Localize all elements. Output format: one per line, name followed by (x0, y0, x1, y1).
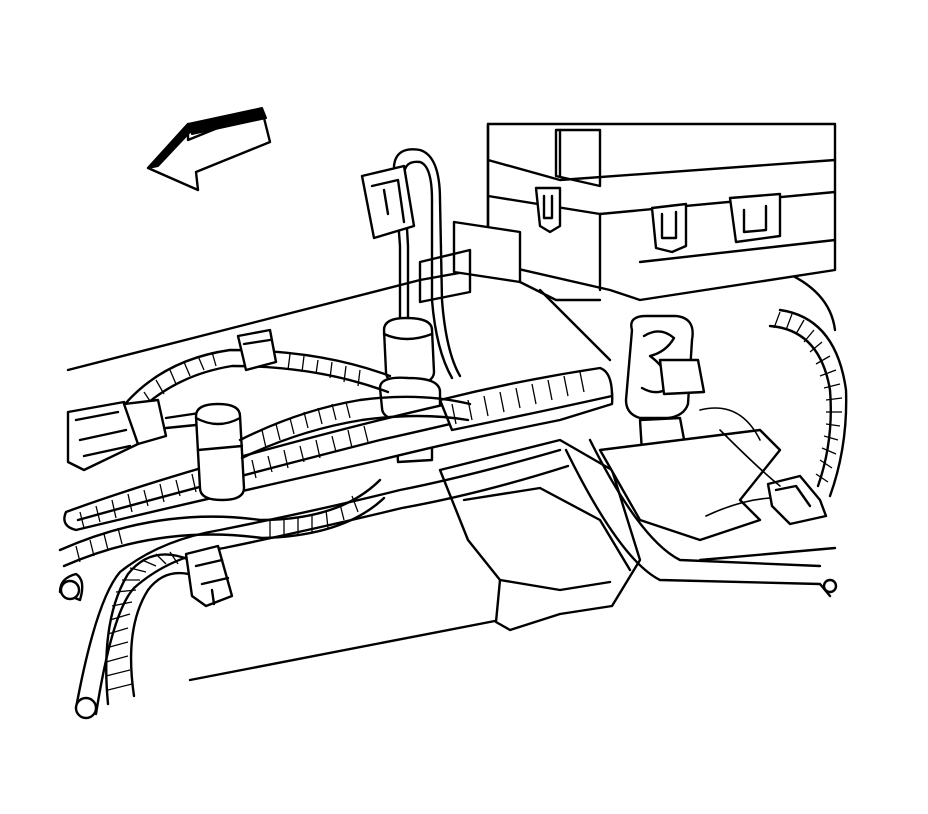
mid-wire-bundle (238, 395, 472, 460)
right-harness-branch (564, 308, 848, 598)
loom-rings-loop (105, 551, 179, 691)
harness-clamp (624, 314, 706, 454)
upper-wire-bundle (118, 328, 392, 422)
fuse-relay-box (418, 122, 837, 304)
left-connector (66, 398, 208, 472)
loom-rings-mid (261, 401, 351, 449)
loom-rings-main (79, 371, 585, 529)
direction-arrow-icon (146, 107, 272, 192)
sensor-pigtail-connector (360, 148, 462, 380)
cylinder-sensor (194, 402, 246, 502)
loom-rings-lower (75, 495, 359, 563)
lower-left-loop-harness (58, 448, 570, 720)
lower-connector (184, 544, 234, 608)
loom-rings-right (773, 311, 843, 483)
